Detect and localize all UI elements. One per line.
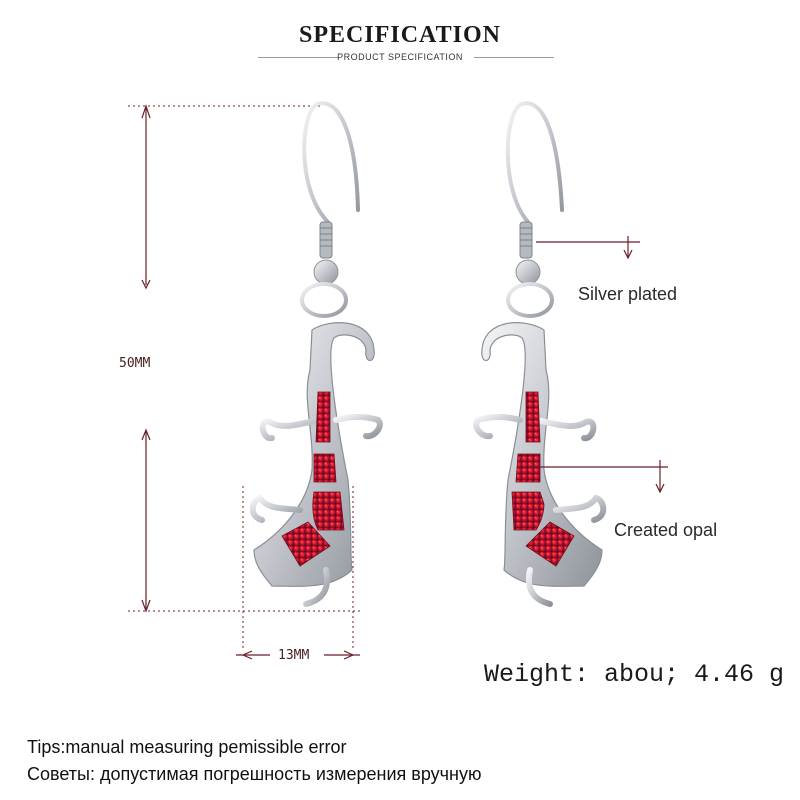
right-earring bbox=[473, 101, 607, 607]
page-subtitle: PRODUCT SPECIFICATION bbox=[337, 52, 463, 62]
height-dimension bbox=[128, 104, 360, 613]
page-title: SPECIFICATION bbox=[299, 22, 501, 48]
created-opal-leader bbox=[530, 460, 668, 494]
subtitle-divider-left bbox=[258, 57, 338, 58]
tips-english: Tips:manual measuring pemissible error bbox=[27, 737, 347, 757]
created-opal-label: Created opal bbox=[614, 520, 718, 540]
tips-russian: Советы: допустимая погрешность измерения… bbox=[27, 764, 482, 784]
silver-plated-leader bbox=[536, 236, 640, 260]
subtitle-divider-right bbox=[474, 57, 554, 58]
silver-plated-label: Silver plated bbox=[578, 284, 678, 304]
width-dimension-label: 13MM bbox=[278, 648, 310, 663]
left-earring bbox=[249, 101, 383, 607]
weight-text: Weight: abou; 4.46 g bbox=[484, 660, 785, 689]
width-dimension bbox=[236, 486, 360, 660]
height-dimension-label: 50MM bbox=[119, 356, 151, 371]
